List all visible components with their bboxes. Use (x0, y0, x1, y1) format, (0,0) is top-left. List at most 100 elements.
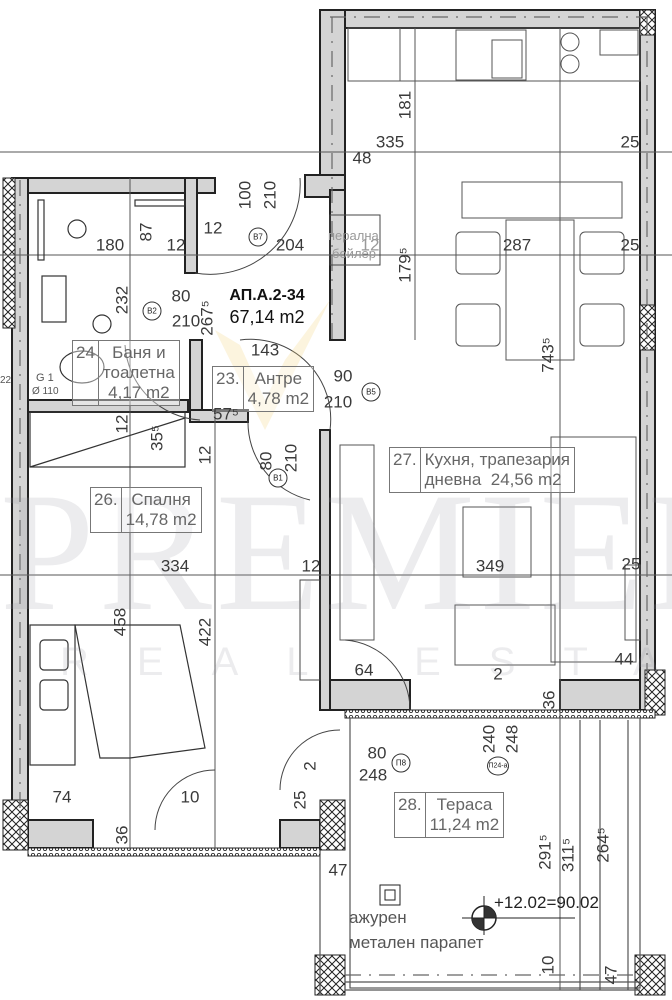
door-width: 80 (367, 743, 387, 763)
dimension: 12 (166, 235, 186, 255)
door-swings (124, 177, 411, 831)
laundry-label: перална (328, 228, 379, 243)
room-number: 26. (91, 488, 122, 532)
room-name: Тераса (436, 795, 493, 814)
railing-label-2: метален парапет (349, 933, 484, 952)
dashed-axes (19, 16, 650, 976)
dimension: 349 (475, 556, 505, 576)
door-width: 90 (333, 366, 353, 386)
boiler-label: бойлер (332, 246, 376, 261)
level-label: +12.02=90.02 (494, 893, 599, 912)
room-number: 24 (73, 341, 99, 405)
door-height: 210 (281, 443, 301, 473)
room-name-2: тоалетна (102, 363, 175, 382)
railing-label-1: ажурен (349, 908, 407, 927)
dimension: 36 (112, 825, 132, 845)
dimension: 334 (160, 556, 190, 576)
room-number: 23. (213, 367, 244, 411)
dimension: 25 (620, 132, 640, 152)
door-height: 210 (171, 311, 201, 331)
dimension: 291⁵ (535, 834, 555, 870)
dimension: 204 (275, 235, 305, 255)
door-height: 210 (260, 180, 280, 210)
logo-mark (215, 300, 330, 430)
dimension: 12 (301, 556, 321, 576)
room-area: 24,56 m2 (490, 470, 562, 489)
dimension: 12 (360, 235, 380, 255)
dimension: 311⁵ (558, 837, 578, 873)
dimension: 10 (180, 787, 200, 807)
bed (29, 624, 206, 766)
dimension: 267⁵ (197, 300, 217, 336)
terrace-outline (319, 717, 641, 995)
watermark-sub: REAL ESTATE (60, 640, 672, 684)
kitchen-furniture (339, 27, 641, 666)
pipe-diameter: Ø 110 (32, 386, 59, 397)
door-tag: B2 (142, 301, 162, 321)
dimension: 264⁵ (593, 827, 613, 863)
dimension: 64 (354, 660, 374, 680)
room-area: 4,78 m2 (247, 389, 310, 408)
dimension: 2 (300, 761, 320, 771)
room-name: Кухня, трапезария (424, 450, 570, 469)
door-tag: П8 (391, 753, 411, 773)
dimension: 287 (502, 235, 532, 255)
door-height: 248 (358, 765, 388, 785)
room-name-2: дневна (424, 470, 482, 489)
door-height: 248 (502, 724, 522, 754)
door-tag: B7 (248, 227, 268, 247)
dimension: 10 (538, 955, 558, 975)
apartment-id: АП.А.2-34 (229, 287, 305, 304)
dimension: 25 (621, 554, 641, 574)
door-tag: П24-а (487, 756, 509, 776)
room-area: 14,78 m2 (125, 510, 197, 529)
room-area: 4,17 m2 (108, 383, 170, 402)
dimension: 12 (195, 445, 215, 465)
dimension: 181 (395, 90, 415, 120)
door-width: 80 (171, 286, 191, 306)
dimension: 180 (95, 235, 125, 255)
dimension: 422 (195, 617, 215, 647)
bathroom-fixtures (29, 199, 186, 468)
dimension: 458 (110, 607, 130, 637)
walls (11, 9, 656, 849)
dimension: 12 (203, 218, 223, 238)
door-tag: B5 (361, 382, 381, 402)
dimension: 87 (136, 222, 156, 242)
door-tag: B1 (268, 468, 288, 488)
dimension: 2 (493, 664, 503, 684)
door-width: 100 (235, 180, 255, 210)
room-number: 28. (395, 793, 426, 837)
level-marker (379, 884, 575, 935)
dimension: 74 (52, 787, 72, 807)
door-width: 240 (479, 724, 499, 754)
pipe-number: 22 (0, 375, 12, 386)
pipe-label: G 1 (36, 372, 54, 384)
dimension: 36 (539, 690, 559, 710)
room-name: Баня и (112, 343, 166, 362)
dimension: 743⁵ (538, 337, 558, 373)
dimension: 48 (352, 148, 372, 168)
room-number: 27. (390, 448, 421, 492)
dimension: 143 (250, 340, 280, 360)
dimension: 47 (601, 965, 621, 985)
dimension: 179⁵ (395, 247, 415, 283)
dimension: 47 (328, 860, 348, 880)
dimension: 57⁵ (213, 404, 239, 424)
grid-lines (0, 28, 672, 990)
room-name: Антре (254, 369, 303, 388)
door-width: 80 (256, 451, 276, 471)
apartment-area: 67,14 m2 (229, 307, 305, 327)
dimension: 12 (112, 414, 132, 434)
room-name: Спалня (131, 490, 191, 509)
dimension: 25 (290, 790, 310, 810)
dimension: 335 (375, 132, 405, 152)
